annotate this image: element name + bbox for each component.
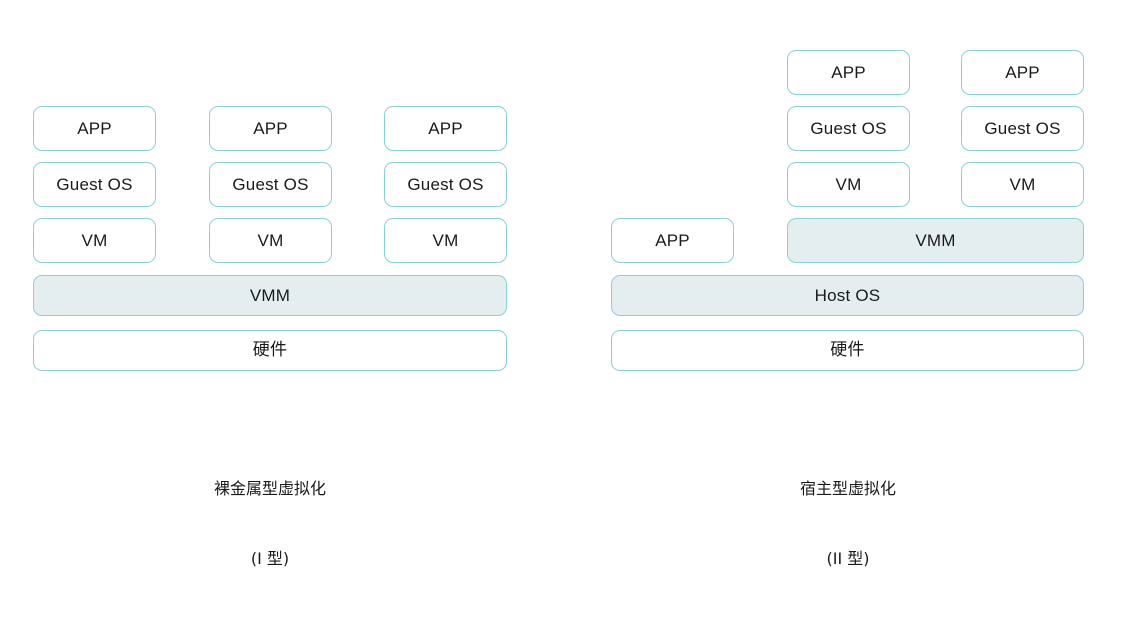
right-side-app-box[interactable]: APP [611, 218, 734, 263]
right-col2-app-box[interactable]: APP [961, 50, 1084, 95]
left-caption: 裸金属型虚拟化 (I 型) [130, 431, 410, 617]
right-col1-app-box[interactable]: APP [787, 50, 910, 95]
right-caption-line-2: (II 型) [826, 548, 870, 568]
right-vmm-layer[interactable]: VMM [787, 218, 1084, 263]
right-hostos-layer[interactable]: Host OS [611, 275, 1084, 316]
left-col3-guestos-box[interactable]: Guest OS [384, 162, 507, 207]
left-hardware-layer[interactable]: 硬件 [33, 330, 507, 371]
diagram-canvas: APP Guest OS VM APP Guest OS VM APP Gues… [33, 50, 1084, 568]
right-col2-vm-box[interactable]: VM [961, 162, 1084, 207]
right-col1-vm-box[interactable]: VM [787, 162, 910, 207]
left-col2-guestos-box[interactable]: Guest OS [209, 162, 332, 207]
right-col1-guestos-box[interactable]: Guest OS [787, 106, 910, 151]
left-col1-app-box[interactable]: APP [33, 106, 156, 151]
left-col1-guestos-box[interactable]: Guest OS [33, 162, 156, 207]
right-caption-line-1: 宿主型虚拟化 [799, 479, 896, 499]
right-col2-guestos-box[interactable]: Guest OS [961, 106, 1084, 151]
right-caption: 宿主型虚拟化 (II 型) [708, 431, 988, 617]
left-col2-app-box[interactable]: APP [209, 106, 332, 151]
right-hardware-layer[interactable]: 硬件 [611, 330, 1084, 371]
left-caption-line-2: (I 型) [250, 548, 290, 568]
left-col2-vm-box[interactable]: VM [209, 218, 332, 263]
left-col3-vm-box[interactable]: VM [384, 218, 507, 263]
left-vmm-layer[interactable]: VMM [33, 275, 507, 316]
left-caption-line-1: 裸金属型虚拟化 [213, 479, 326, 499]
left-col1-vm-box[interactable]: VM [33, 218, 156, 263]
left-col3-app-box[interactable]: APP [384, 106, 507, 151]
